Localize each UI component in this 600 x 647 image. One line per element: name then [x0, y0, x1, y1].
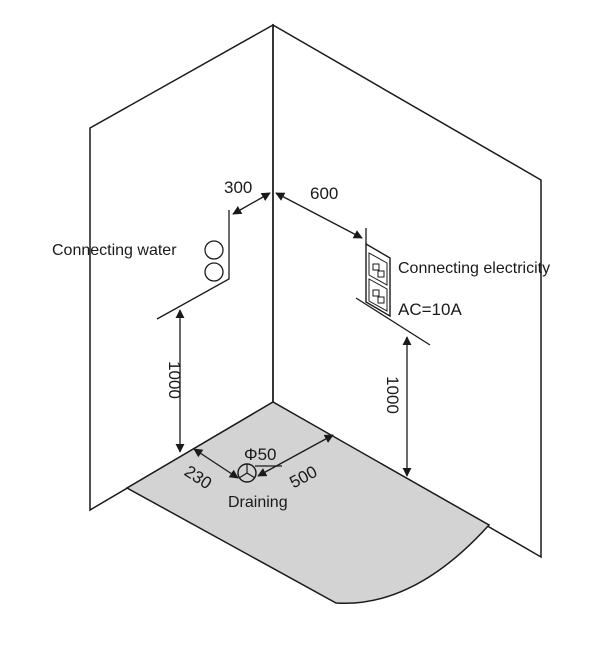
electric-height-label: 1000	[383, 376, 402, 414]
electric-offset-label: 600	[310, 184, 338, 203]
connecting-water-label: Connecting water	[52, 242, 177, 259]
water-guide-line	[156, 224, 230, 320]
dim-arrow-300	[232, 192, 271, 215]
water-offset-label: 300	[224, 178, 252, 197]
water-height-label: 1000	[165, 361, 184, 399]
electrical-outlet-icon	[365, 242, 391, 318]
connecting-electricity-label: Connecting electricity	[398, 260, 550, 277]
water-inlet-icon	[204, 240, 224, 260]
dim-arrow-600	[275, 192, 363, 239]
electric-guide-line	[355, 297, 431, 346]
drain-diameter-label: Φ50	[244, 445, 276, 464]
dim-arrow-500	[257, 434, 334, 477]
draining-label: Draining	[228, 494, 288, 511]
water-outlet-icon	[204, 262, 224, 282]
shower-tray	[125, 401, 491, 605]
ac-rating-label: AC=10A	[398, 300, 462, 319]
right-wall	[272, 23, 542, 559]
dim-arrow-230	[193, 448, 239, 479]
